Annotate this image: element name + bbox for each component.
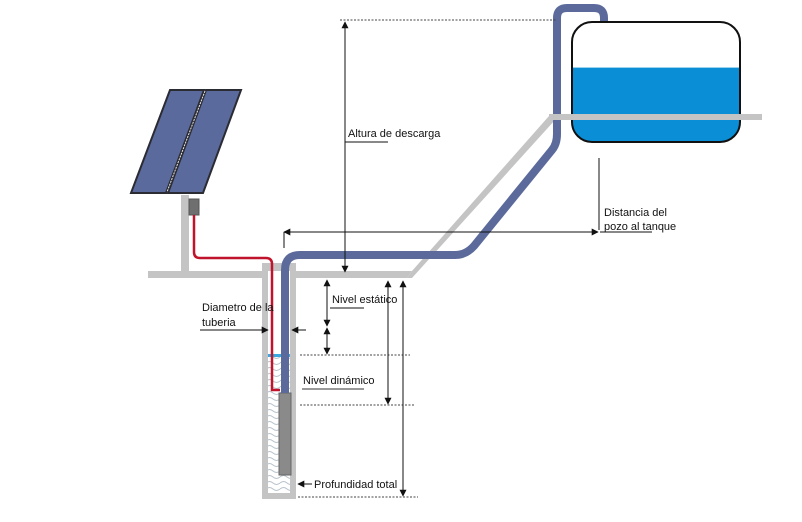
dimensions <box>200 19 652 498</box>
controller-box <box>188 198 200 216</box>
solar-panel-left <box>129 89 206 194</box>
ground-slope <box>407 116 555 278</box>
well-wall-left <box>262 263 268 497</box>
solar-panel-assembly <box>129 89 243 273</box>
ground-right <box>296 271 412 278</box>
label-well-tank-distance-1: Distancia del <box>604 207 667 219</box>
panel-post <box>181 195 189 273</box>
storage-tank <box>549 21 762 143</box>
solar-panel-right <box>166 89 243 194</box>
power-cable <box>192 215 280 392</box>
label-well-tank-distance-2: pozo al tanque <box>604 221 677 233</box>
tank-outline <box>571 21 741 143</box>
label-pipe-diameter-2: tuberia <box>202 317 236 329</box>
submersible-pump <box>278 392 292 476</box>
water-surface <box>268 354 290 357</box>
discharge-pipe <box>281 4 608 393</box>
label-pipe-diameter-1: Diametro de la <box>202 302 274 314</box>
well-bottom <box>262 493 296 499</box>
ground-left <box>148 271 262 278</box>
label-static-level: Nivel estático <box>332 294 398 306</box>
label-total-depth: Profundidad total <box>314 479 398 491</box>
label-dynamic-level: Nivel dinámico <box>303 375 375 387</box>
well-wall-right <box>290 263 296 497</box>
label-discharge-height: Altura de descarga <box>348 128 441 140</box>
tank-water <box>572 67 740 142</box>
